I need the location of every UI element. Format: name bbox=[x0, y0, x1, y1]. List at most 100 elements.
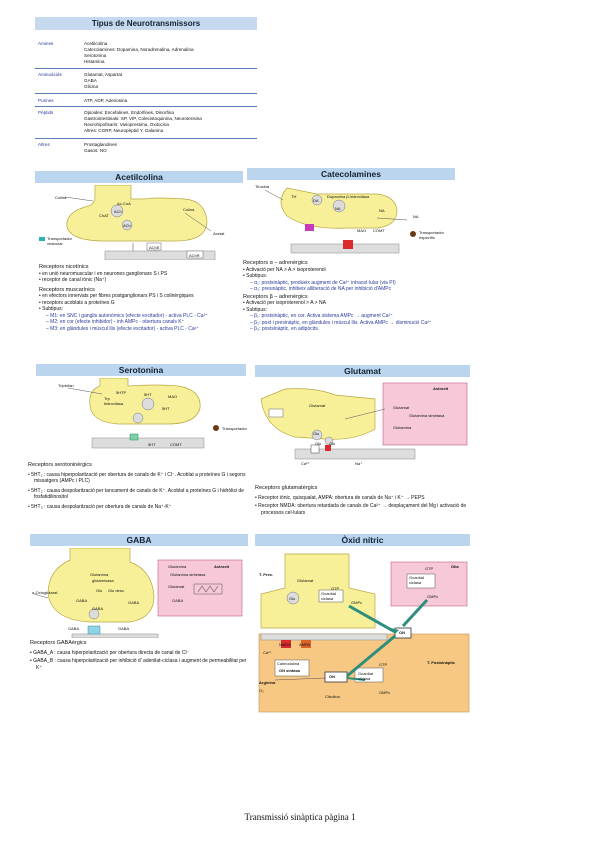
subheading: Receptors nicotínics bbox=[39, 264, 89, 270]
diagram-label: Glutamat bbox=[168, 584, 185, 589]
diagram-label: TH bbox=[291, 194, 297, 199]
diagram-label: Tirosina bbox=[255, 184, 270, 189]
diagram-label: Glutamat bbox=[297, 578, 314, 583]
diagram-label: Glutamat bbox=[309, 403, 326, 408]
table-row-values: Glutamat, Aspartat GABA Glicina bbox=[84, 72, 122, 90]
diagram-label: ON sintasa bbox=[279, 668, 300, 673]
subheading: Receptors glutamatèrgics bbox=[255, 485, 318, 491]
diagram-label: GTP bbox=[379, 662, 388, 667]
diagram-label: NA bbox=[379, 208, 385, 213]
diagram-label: GABA bbox=[76, 598, 88, 603]
gaba-text: Receptors GABAèrgics • GABA_A : causa hi… bbox=[30, 640, 248, 671]
bullet: • Receptor NMDA: obertura retardada de c… bbox=[255, 503, 467, 516]
row-line: Altres: CGRP, Neuropèptid Y, Galanina bbox=[84, 128, 164, 133]
diagram-label: GABA bbox=[68, 626, 80, 631]
row-line: Neurohipofisaris: Vasopressina, Oxitocin… bbox=[84, 122, 169, 127]
diagram-label: Glu desc. bbox=[108, 588, 125, 593]
diagram-label: NA bbox=[335, 206, 341, 211]
table-title: Tipus de Neurotransmissors bbox=[35, 17, 257, 30]
diagram-label: Glutamina bbox=[393, 425, 412, 430]
bullet: • 5HT₃ : causa despolarització per obert… bbox=[28, 503, 172, 510]
diagram-label: Arginina bbox=[259, 680, 276, 685]
glutamat-text: Receptors glutamatèrgics • Receptor iòni… bbox=[255, 485, 470, 516]
row-line: Gastrointestinals: SP, VIP, Colecistoqui… bbox=[84, 116, 202, 121]
table-row-values: ATP, ADP, Adenosina bbox=[84, 98, 127, 104]
page-footer: Transmissió sinàptica pàgina 1 bbox=[244, 812, 356, 822]
diagram-label: Guanilat ciclasa bbox=[358, 671, 373, 681]
diagram-label: Glu bbox=[289, 596, 296, 601]
diagram-label: Glu bbox=[315, 441, 322, 446]
bullet: • receptors acoblats a proteïnes G bbox=[39, 299, 115, 306]
diagram-label: O₂ bbox=[259, 688, 264, 693]
sub-bullet: – α₁: postsinàptic, produeix augment de … bbox=[250, 279, 396, 286]
diagram-label: Colina bbox=[183, 207, 195, 212]
section-title: Serotonina bbox=[36, 364, 246, 376]
catecolamines-diagram bbox=[264, 187, 416, 254]
row-line: Opioides: Encefalines, Endorfines, Dinor… bbox=[84, 110, 174, 115]
diagram-label: AMPA bbox=[299, 642, 311, 647]
diagram-label: GTP bbox=[331, 586, 340, 591]
bullet: • Subtipus: bbox=[243, 306, 267, 313]
diagram-label: Glu bbox=[96, 588, 103, 593]
diagram-label: GMPc bbox=[379, 690, 391, 695]
section-title: Catecolamines bbox=[247, 168, 455, 180]
row-line: Gasos: NO bbox=[84, 148, 107, 153]
diagram-label: ACh bbox=[114, 209, 122, 214]
diagram-label: MAO bbox=[168, 394, 178, 399]
oxid-nitric-diagram bbox=[258, 553, 470, 713]
bullet: • GABA_B : causa hiperpolarització per i… bbox=[30, 658, 247, 671]
acetilcolina-section: Acetilcolina Colina Ac-CoA ChAT ACh ACh … bbox=[35, 171, 243, 351]
row-line: Glutamat, Aspartat bbox=[84, 72, 123, 77]
diagram-label: Na⁺ bbox=[355, 461, 363, 466]
diagram-label: NMDA bbox=[279, 642, 291, 647]
diagram-label: T. Pres. bbox=[259, 572, 274, 577]
serotonina-section: Serotonina Triptòfan Trp hidroxilasa 5HT… bbox=[28, 364, 247, 534]
diagram-label: GMPc bbox=[351, 600, 363, 605]
acetilcolina-text: Receptors nicotínics • en unió neuromusc… bbox=[39, 264, 243, 332]
diagram-label: T. Postsinàptic bbox=[427, 660, 456, 665]
diagram-label: NA bbox=[413, 214, 419, 219]
bullet: • Subtipus: bbox=[243, 273, 267, 279]
diagram-label: ON bbox=[329, 674, 335, 679]
section-title: Acetilcolina bbox=[35, 171, 243, 183]
sub-bullet: – β₃: postsinàptic, en adipòcits. bbox=[250, 326, 320, 332]
row-line: Catecolamines: Dopamina, Noradrenalina, … bbox=[84, 47, 194, 52]
diagram-label: GABA bbox=[92, 606, 104, 611]
diagram-label: GABA bbox=[128, 600, 140, 605]
row-line: Prostaglandines bbox=[84, 142, 117, 147]
diagram-label: Transportador vesicular bbox=[47, 236, 72, 246]
bullet: • 5HT₂ : causa despolarització per tanca… bbox=[28, 487, 244, 501]
diagram-label: Glu bbox=[313, 431, 320, 436]
table-row-values: Acetilcolina Catecolamines: Dopamina, No… bbox=[84, 41, 194, 65]
diagram-label: Glu bbox=[329, 441, 336, 446]
row-label: Amines bbox=[38, 41, 54, 46]
section-title: Glutamat bbox=[255, 365, 470, 377]
bullet: • Subtipus: bbox=[39, 306, 63, 312]
section-title: Òxid nítric bbox=[255, 534, 470, 546]
diagram-label: Dopamina β-hidroxilasa bbox=[327, 194, 370, 199]
diagram-label: GABA bbox=[172, 598, 184, 603]
section-title: GABA bbox=[30, 534, 248, 546]
diagram-label: Ca²⁺ bbox=[301, 461, 310, 466]
table-row: Pèptids bbox=[38, 110, 53, 116]
diagram-label: 5HT bbox=[148, 442, 156, 447]
bullet: • receptor de canal iònic (Na⁺) bbox=[39, 277, 107, 283]
sub-bullet: – M1: en SNC i ganglis autonòmics (efect… bbox=[46, 312, 208, 319]
table-divider bbox=[35, 106, 257, 107]
subheading: Receptors muscarínics bbox=[39, 286, 95, 293]
bullet: • Activació per NA > A > isoproterenol bbox=[243, 266, 326, 273]
diagram-label: Colina bbox=[55, 195, 67, 200]
diagram-label: MAO bbox=[357, 228, 367, 233]
table-divider bbox=[35, 93, 257, 94]
diagram-label: α-Cetoglutarat bbox=[32, 590, 58, 595]
diagram-label: Astrocit bbox=[433, 386, 449, 391]
table-divider bbox=[35, 68, 257, 69]
acetilcolina-diagram bbox=[39, 185, 216, 260]
row-label: Altres bbox=[38, 142, 50, 147]
table-row-values: Prostaglandines Gasos: NO bbox=[84, 142, 117, 154]
bullet: • 5HT₁ : causa hiperpolarització per obe… bbox=[28, 471, 246, 485]
subheading: Receptors serotoninèrgics bbox=[28, 462, 92, 468]
subheading: Receptors α – adrenèrgics bbox=[243, 260, 308, 266]
gaba-section: GABA Astrocit Glutamina Glutamina sintet… bbox=[30, 534, 248, 684]
sub-bullet: – α₂: presinàptic, inhibeix alliberació … bbox=[250, 286, 392, 292]
